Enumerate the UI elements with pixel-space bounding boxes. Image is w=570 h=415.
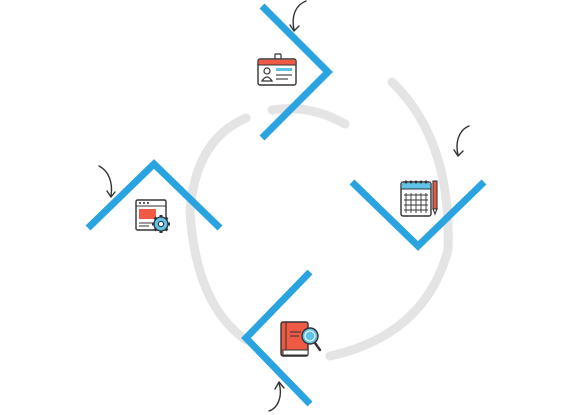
calendar-pencil-icon: [400, 180, 438, 217]
curved-arrow-icon: [98, 165, 116, 198]
curved-arrow-icon: [289, 0, 307, 32]
curved-arrow-icon: [268, 381, 285, 412]
chevron-bottom-left: [241, 269, 313, 407]
chevron-top-right: [259, 3, 333, 141]
chevrons: [85, 3, 487, 407]
cycle-ring: [185, 77, 453, 361]
curved-arrow-icon: [453, 125, 470, 157]
ring-arc-upper: [267, 104, 350, 129]
chevron-right-down: [349, 179, 487, 251]
ring-arc-right: [325, 77, 453, 361]
book-magnifier-icon: [280, 321, 322, 357]
chevron-left-up: [85, 159, 223, 231]
ring-arc-left: [185, 113, 251, 345]
cycle-arrows: [98, 0, 470, 412]
id-card-icon: [257, 53, 297, 86]
browser-gear-icon: [135, 199, 170, 233]
